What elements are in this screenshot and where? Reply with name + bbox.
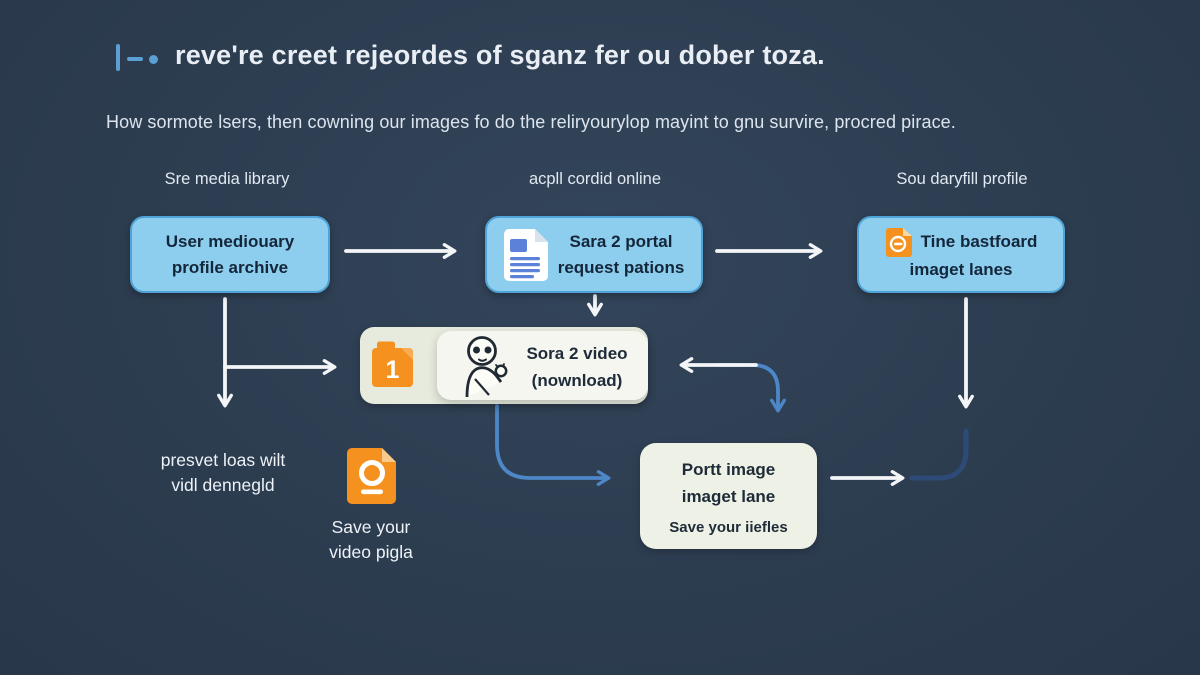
node-label-line: profile archive [171,257,289,277]
arrow-sora-curve-to-portt [495,404,611,486]
node-label-line: (nownload) [531,371,623,390]
note-line: Save your [331,517,411,537]
marker-dash [127,57,143,61]
note-presvet: presvet loas wilt vidl dennegld [128,448,318,498]
note-line: vidl dennegld [171,475,275,495]
note-line: video pigla [329,542,413,562]
arrow-blue-elbow-down-to-portt [716,363,786,413]
page-subtitle: How sormote lsers, then cowning our imag… [106,112,956,132]
orange-save-file-icon [347,448,396,504]
orange-file-icon [885,227,912,257]
connector-navy-elbow [909,428,969,481]
node-user-profile-archive: User mediouary profile archive [130,216,330,293]
page-title: reve're creet rejeordes of sganz fer ou … [175,40,825,70]
node-label-line: Tine bastfoard [920,231,1038,251]
marker-bar [116,44,120,71]
marker-dot [149,55,158,64]
node-tine-bastfoard: Tine bastfoard imaget lanes [857,216,1065,293]
note-line: presvet loas wilt [160,450,286,470]
column-header-media-library: Sre media library [164,170,290,188]
note-save-video: Save your video pigla [306,515,436,565]
node-sora-video-label: Sora 2 video (nownload) [512,340,642,394]
node-label-line: request pations [557,257,685,277]
node-label-line: Portt image [681,460,776,479]
node-label-line: imaget lane [681,487,776,506]
column-header-cordid-online: acpll cordid online [528,170,662,188]
folder-1-icon: 1 [372,341,413,387]
node-portt-image: Portt image imaget lane Save your iiefle… [640,443,817,549]
node-label-line: imaget lanes [909,259,1013,279]
folder-badge: 1 [386,356,400,384]
node-sara-portal: Sara 2 portal request pations [485,216,703,293]
title-marker-icon [115,42,163,74]
column-header-daryfill-profile: Sou daryfill profile [896,170,1028,188]
person-waving-icon [465,336,508,397]
node-label-line: Sara 2 portal [569,231,673,251]
document-icon [504,228,548,281]
node-sub-label: Save your iiefles [669,519,788,536]
node-label-line: User mediouary [165,231,295,251]
node-label-line: Sora 2 video [526,344,628,363]
